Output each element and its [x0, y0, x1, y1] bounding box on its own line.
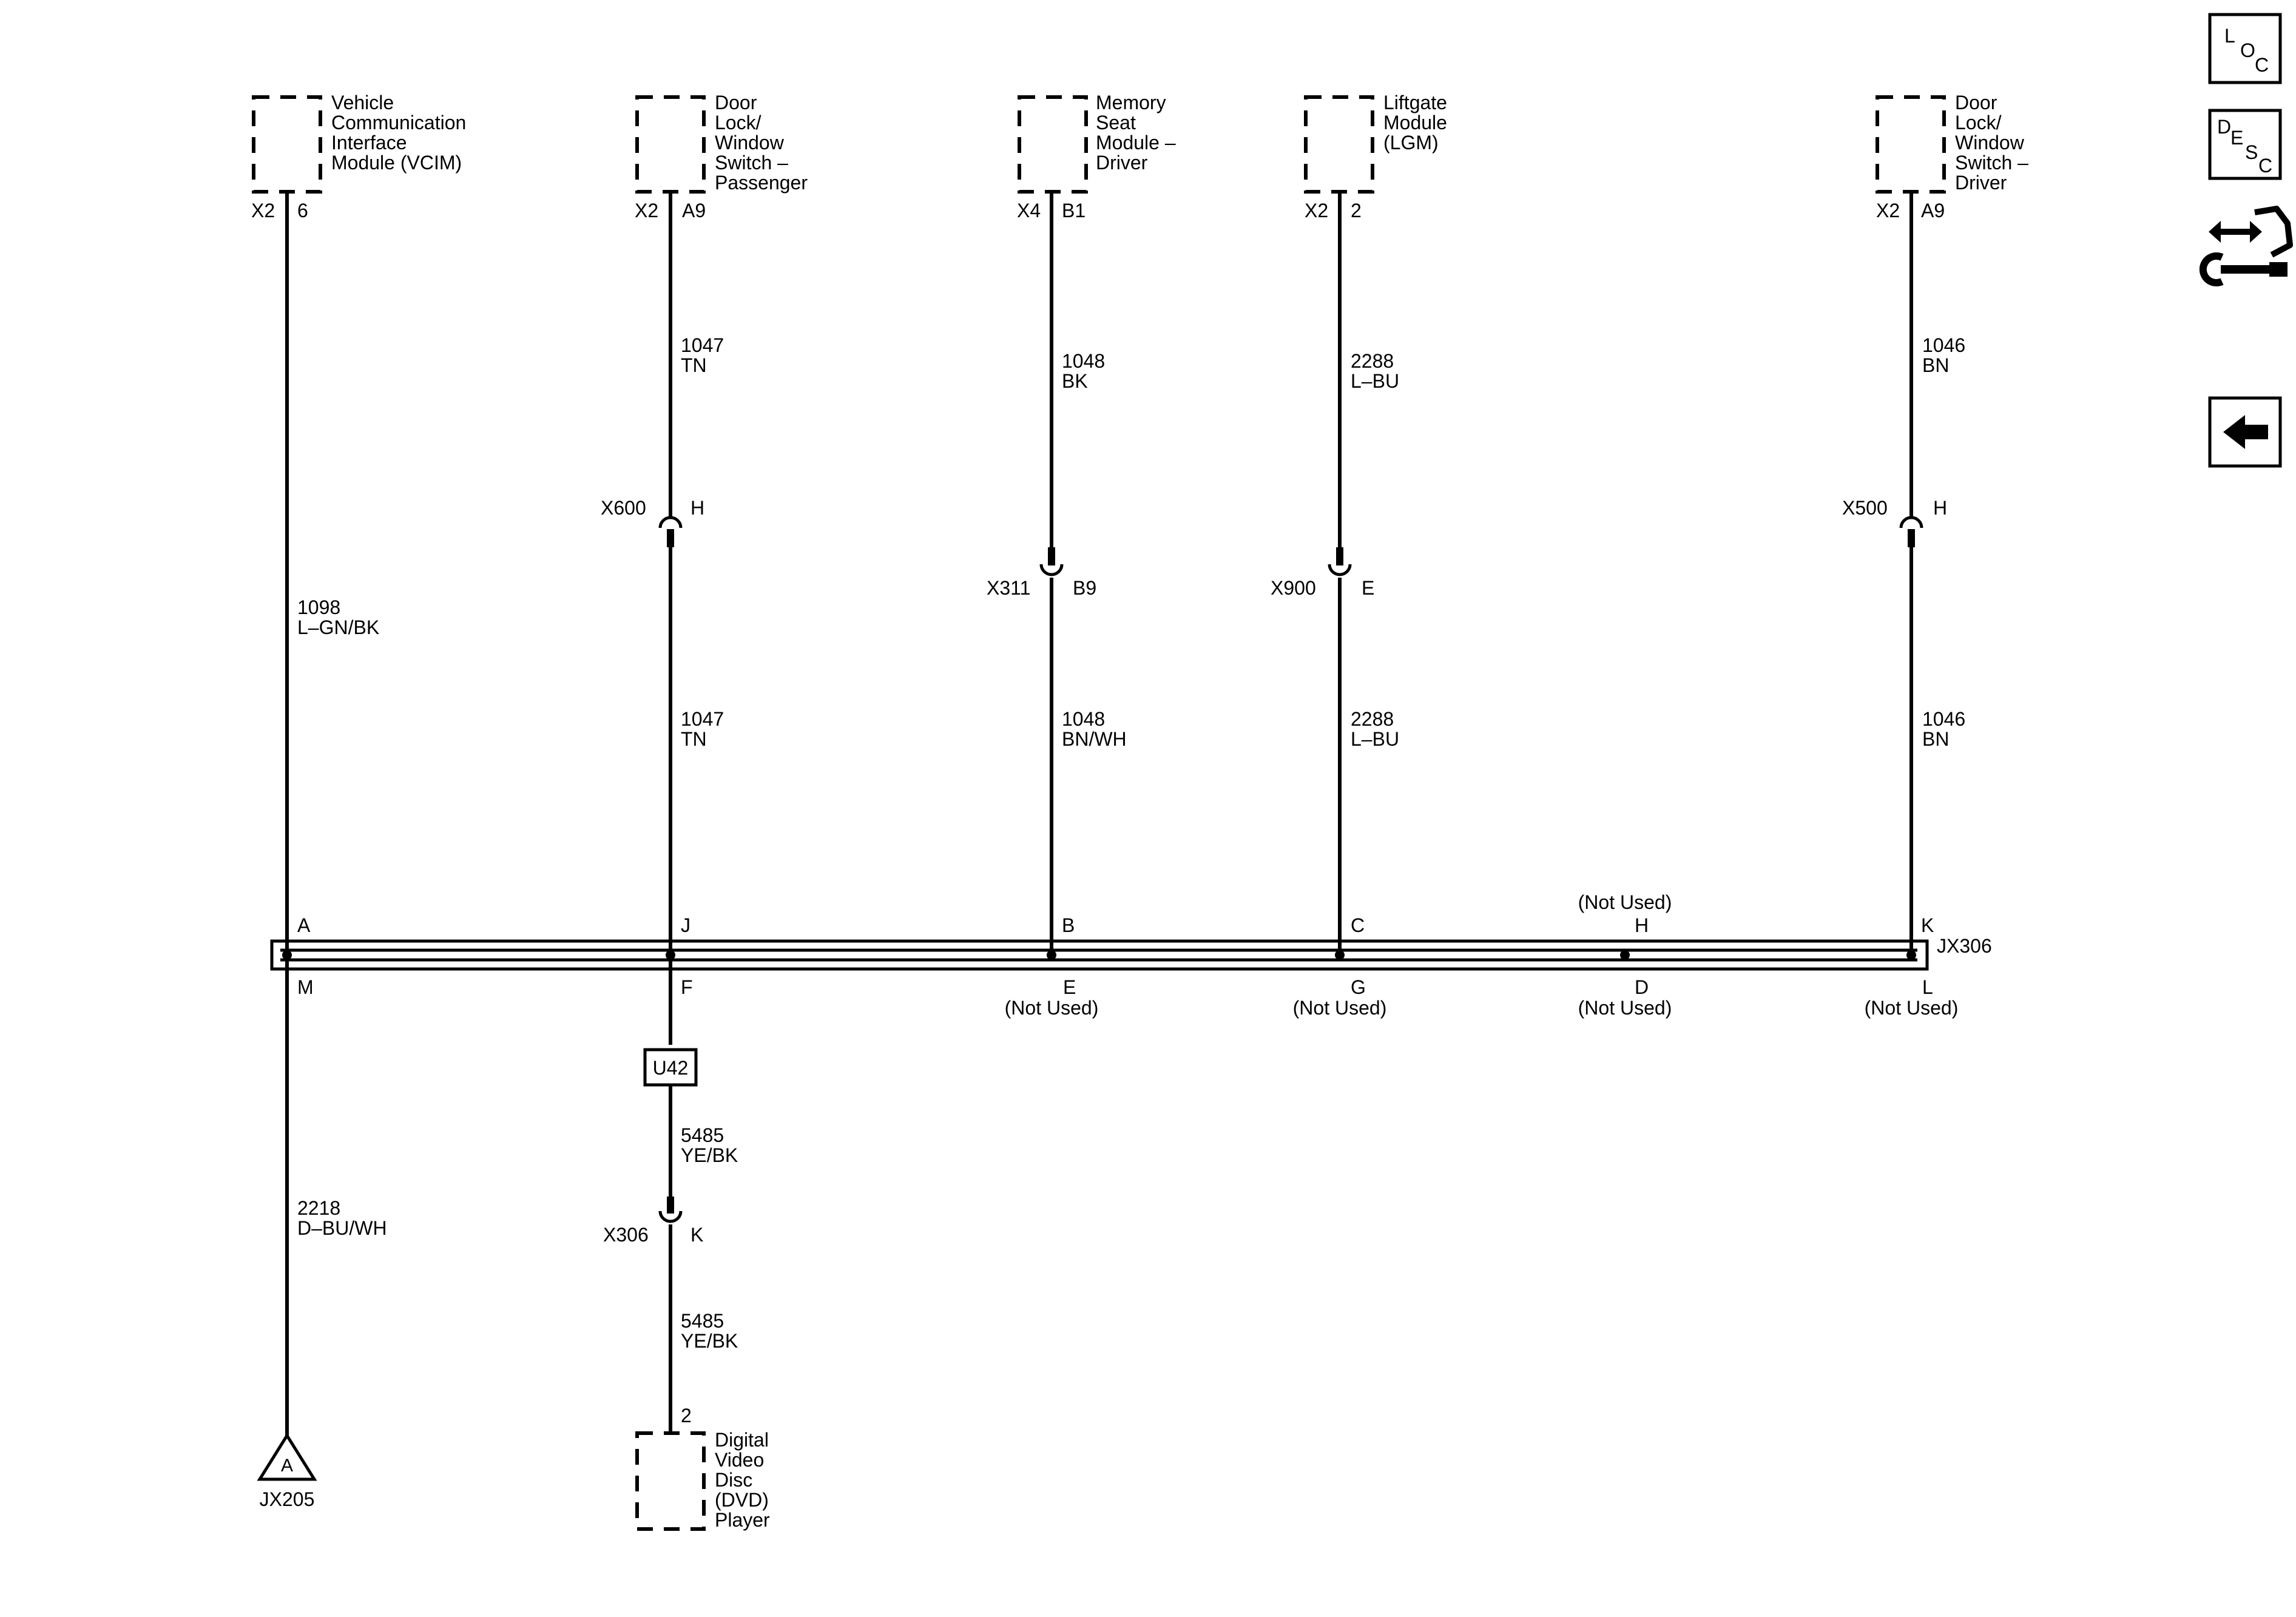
svg-text:A: A: [281, 1456, 293, 1476]
offpage-reference-jx205[interactable]: A JX205: [257, 1433, 317, 1510]
svg-text:B9: B9: [1073, 577, 1096, 599]
svg-text:H: H: [1933, 497, 1947, 519]
memory-seat-connector: X4: [1017, 200, 1041, 221]
door-pass-connector: X2: [635, 200, 658, 221]
not-used-g: (Not Used): [1293, 997, 1387, 1019]
splice-pin-d: D: [1635, 976, 1649, 998]
inline-connector-x600[interactable]: X600 H: [601, 497, 704, 547]
dvd-pin: 2: [681, 1405, 692, 1426]
inline-connector-x900[interactable]: X900 E: [1271, 547, 1374, 599]
liftgate-pin: 2: [1351, 200, 1362, 221]
not-used-l: (Not Used): [1865, 997, 1959, 1019]
splice-name: JX306: [1937, 935, 1992, 957]
svg-text:X311: X311: [987, 577, 1030, 599]
svg-text:C: C: [2255, 54, 2269, 76]
back-arrow-button[interactable]: [2208, 396, 2282, 468]
svg-text:D: D: [2217, 116, 2231, 138]
splice-pin-k: K: [1921, 914, 1934, 936]
svg-text:JX205: JX205: [260, 1488, 315, 1510]
splice-pack-jx306[interactable]: JX306 A J B C H (Not Used) K M F E (Not …: [270, 891, 1992, 1019]
svg-text:S: S: [2245, 141, 2258, 163]
svg-text:L: L: [2224, 25, 2235, 47]
splice-pin-g: G: [1351, 976, 1366, 998]
svg-text:X900: X900: [1271, 577, 1316, 599]
svg-text:K: K: [690, 1224, 703, 1246]
splice-pin-e: E: [1063, 976, 1076, 998]
svg-text:E: E: [1362, 577, 1374, 599]
splice-pin-a: A: [297, 914, 311, 936]
splice-pin-j: J: [681, 914, 690, 936]
inline-connector-x311[interactable]: X311 B9: [987, 547, 1096, 599]
inline-connector-x500[interactable]: X500 H: [1842, 497, 1947, 547]
svg-text:X600: X600: [601, 497, 646, 519]
back-arrow-icon: [2223, 415, 2268, 449]
liftgate-connector: X2: [1305, 200, 1328, 221]
component-u42[interactable]: U42: [643, 1048, 698, 1087]
loc-button[interactable]: L O C: [2208, 13, 2282, 84]
vcim-connector: X2: [251, 200, 275, 221]
splice-pin-l: L: [1922, 976, 1933, 998]
desc-button[interactable]: D E S C: [2208, 109, 2282, 180]
door-pass-pin: A9: [682, 200, 706, 221]
door-driver-connector: X2: [1876, 200, 1900, 221]
not-used-e: (Not Used): [1005, 997, 1099, 1019]
splice-pin-b: B: [1062, 914, 1075, 936]
splice-pin-h: H: [1635, 914, 1649, 936]
svg-text:X306: X306: [603, 1224, 649, 1246]
svg-text:U42: U42: [653, 1057, 689, 1079]
splice-pin-f: F: [681, 976, 693, 998]
inline-connector-x306[interactable]: X306 K: [603, 1197, 703, 1246]
door-driver-pin: A9: [1921, 200, 1945, 221]
svg-text:X500: X500: [1842, 497, 1888, 519]
svg-text:H: H: [690, 497, 704, 519]
svg-text:C: C: [2258, 155, 2272, 177]
splice-pin-c: C: [1351, 914, 1365, 936]
memory-seat-pin: B1: [1062, 200, 1086, 221]
not-used-h: (Not Used): [1578, 891, 1672, 913]
connector-wrench-icon[interactable]: [2199, 206, 2293, 286]
svg-text:E: E: [2230, 127, 2243, 149]
splice-pin-m: M: [297, 976, 314, 998]
svg-text:O: O: [2240, 39, 2255, 61]
not-used-d: (Not Used): [1578, 997, 1672, 1019]
vcim-pin: 6: [297, 200, 308, 221]
